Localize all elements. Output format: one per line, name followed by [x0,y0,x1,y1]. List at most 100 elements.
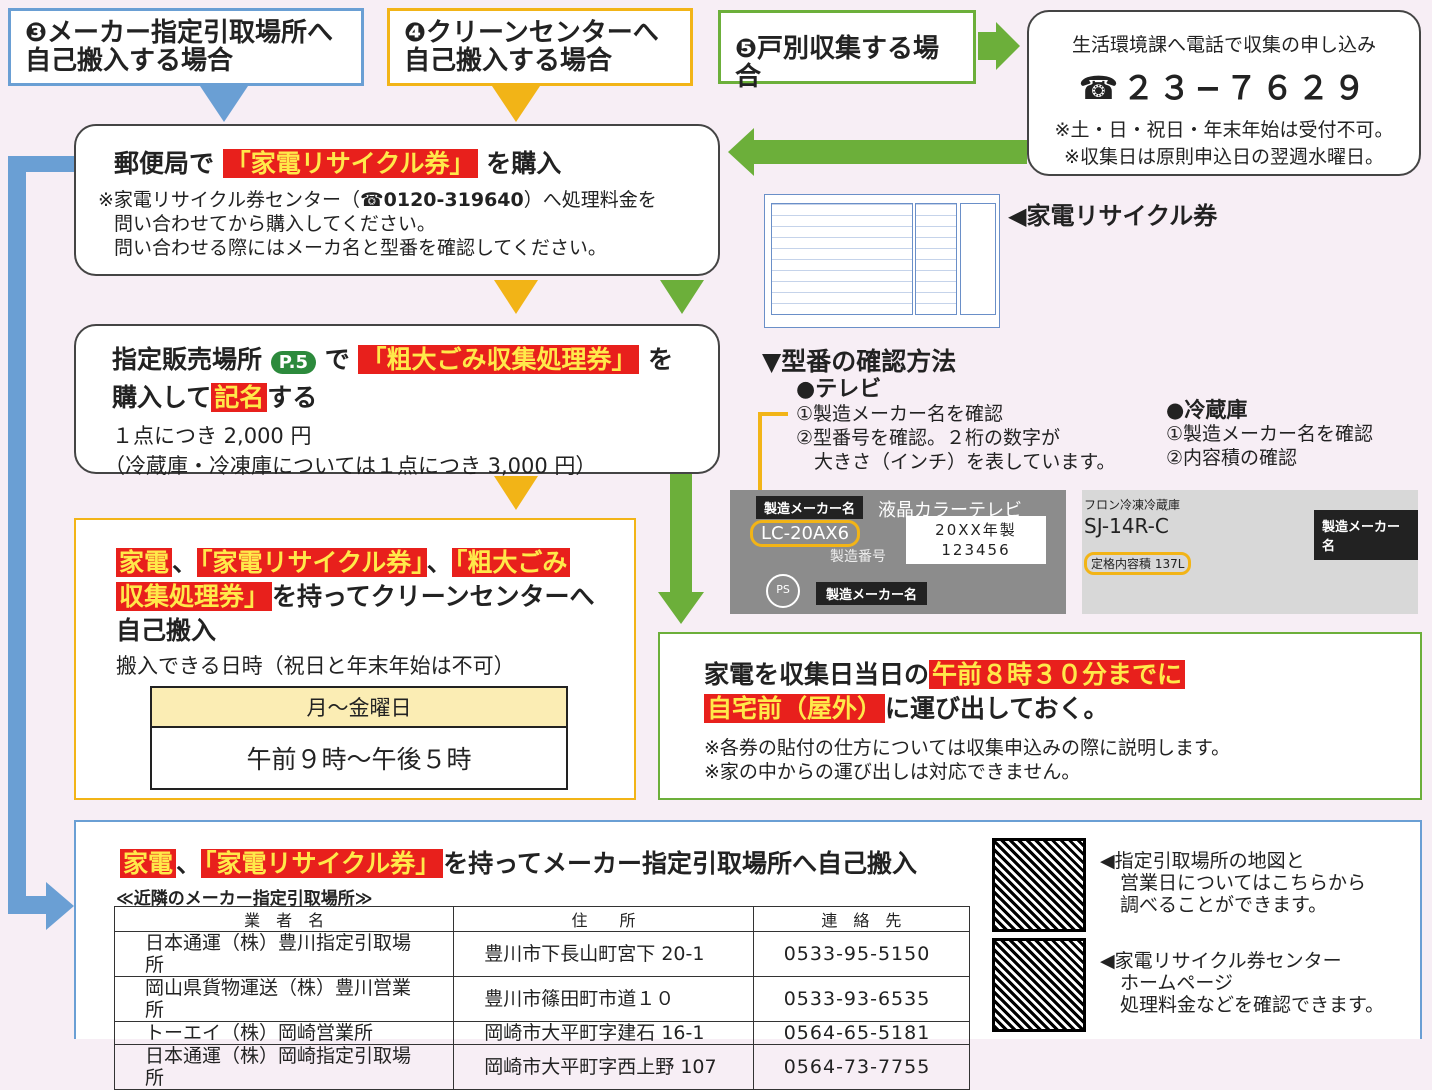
fridge-step2: ②内容積の確認 [1166,447,1298,469]
home-time: 午前８時３０分までに [929,660,1186,689]
blue-flow-line [8,156,26,914]
qr1-text: ◀指定引取場所の地図と 営業日についてはこちらから 調べることができます。 [1100,850,1366,916]
pointer-line-tv [758,412,762,492]
model-title: ▼型番の確認方法 [762,347,957,376]
post-heading: 郵便局で 「家電リサイクル券」 を購入 [114,144,718,180]
shop-mid: で [324,345,350,374]
ticket-image [764,194,1000,328]
home-pre: 家電を収集日当日の [704,660,930,689]
maker-b: 「家電リサイクル券」 [201,849,444,878]
home-note1: ※各券の貼付の仕方については収集申込みの際に説明します。 [704,737,1231,759]
arrow-left-shaft [752,140,1027,164]
post-post: を購入 [486,149,562,178]
tv-photo-year-box: 20XX年製 123456 [906,516,1046,564]
post-ticket: 「家電リサイクル券」 [222,149,478,178]
maker-sep: 、 [176,849,202,878]
clean-post: を持ってクリーンセンターへ [272,582,595,611]
shop-line2-post: する [267,383,318,412]
tv-step2: ②型番号を確認。２桁の数字が [796,427,1061,449]
shop-price1: １点につき 2,000 円 [112,424,312,448]
clean-c2: 収集処理券」 [116,582,273,611]
clean-a: 家電 [116,548,173,577]
tv-instructions: ●テレビ ①製造メーカー名を確認 ②型番号を確認。２桁の数字が 大きさ（インチ）… [796,378,1116,474]
fridge-instructions: ●冷蔵庫 ①製造メーカー名を確認 ②内容積の確認 [1166,398,1373,470]
clean-b: 「家電リサイクル券」 [197,548,427,577]
tv-label-photo: 製造メーカー名 液晶カラーテレビ LC-20AX6 製造番号 20XX年製 12… [730,490,1066,614]
maker-table: 業 者 名住 所連 絡 先日本通運（株）豊川指定引取場所豊川市下長山町宮下 20… [113,906,971,1090]
table-header-cell: 業 者 名 [113,906,455,932]
post-note1: ※家電リサイクル券センター（ [98,189,360,211]
arrow-right-head [996,22,1020,70]
tv-step3: 大きさ（インチ）を表しています。 [814,451,1116,473]
arrow-right-icon [978,32,998,60]
home-post: に運び出しておく。 [885,694,1109,723]
clean-sep2: 、 [426,548,452,577]
blue-arrow-head [46,882,74,930]
tv-photo-model: LC-20AX6 [750,520,861,547]
home-heading: 家電を収集日当日の午前８時３０分までに 自宅前（屋外）に運び出しておく。 [704,658,1420,726]
call-box: 生活環境課へ電話で収集の申し込み ☎２３−７６２９ ※土・日・祝日・年末年始は受… [1027,10,1421,176]
table-cell: 岡崎市大平町字西上野 107 [453,1044,754,1090]
table-cell: 日本通運（株）岡崎指定引取場所 [113,1044,455,1090]
shop-price2: （冷蔵庫・冷凍庫については１点につき 3,000 円） [104,454,597,478]
call-note2: ※収集日は原則申込日の翌週水曜日。 [1064,146,1384,168]
pointer-line-tv-h [758,412,788,416]
maker-a: 家電 [120,849,177,878]
page-badge: P.5 [270,351,316,374]
fridge-photo-vol: 定格内容積 137L [1084,552,1192,575]
call-phone: ☎２３−７６２９ [1078,69,1370,107]
tv-head: ●テレビ [796,377,882,402]
shop-line1: 指定販売場所 P.5 で 「粗大ごみ収集処理券」 を [112,340,718,376]
header-maker-line1: ❸メーカー指定引取場所へ [25,18,334,48]
clean-heading: 家電、「家電リサイクル券」、「粗大ごみ 収集処理券」を持ってクリーンセンターへ … [116,546,634,648]
blue-flow-bottom [8,896,48,914]
header-clean-center: ❹クリーンセンターへ 自己搬入する場合 [387,8,693,86]
tv-photo-maker: 製造メーカー名 [756,496,864,519]
fridge-step1: ①製造メーカー名を確認 [1166,423,1374,445]
shop-ticket: 「粗大ごみ収集処理券」 [358,345,640,374]
qr-code-center[interactable] [992,938,1086,1032]
qr-code-map[interactable] [992,838,1086,932]
green-flow-line [670,474,692,594]
qr1-line3: 調べることができます。 [1120,894,1328,916]
table-cell: 日本通運（株）豊川指定引取場所 [113,931,455,977]
arrow-yellow-down-3 [494,476,538,510]
header-clean-line1: ❹クリーンセンターへ [404,18,659,48]
table-header-row: 業 者 名住 所連 絡 先 [113,906,971,932]
qr2-line2: ホームページ [1120,972,1234,994]
clean-center-box: 家電、「家電リサイクル券」、「粗大ごみ 収集処理券」を持ってクリーンセンターへ … [74,518,636,800]
qr1-line2: 営業日についてはこちらから [1120,872,1367,894]
post-office-box: 郵便局で 「家電リサイクル券」 を購入 ※家電リサイクル券センター（☎0120-… [74,124,720,276]
fridge-photo-type: フロン冷凍冷蔵庫 [1084,498,1181,512]
home-note2: ※家の中からの運び出しは対応できません。 [704,761,1081,783]
fridge-photo-maker: 製造メーカー名 [1314,510,1418,560]
fridge-label-photo: フロン冷凍冷蔵庫 SJ-14R-C 定格内容積 137L 製造メーカー名 [1082,490,1418,614]
shop-line2: 購入して記名する [112,378,718,414]
qr2-line3: 処理料金などを確認できます。 [1120,994,1385,1016]
post-note1b: ）へ処理料金を [523,189,657,211]
table-cell: 岡山県貨物運送（株）豊川営業所 [113,976,455,1022]
table-cell: 0533-93-6535 [752,976,971,1022]
home-collection-box: 家電を収集日当日の午前８時３０分までに 自宅前（屋外）に運び出しておく。 ※各券… [658,632,1422,800]
clean-c1: 「粗大ごみ [451,548,571,577]
arrow-green-down-1 [660,280,704,314]
header-maker: ❸メーカー指定引取場所へ 自己搬入する場合 [8,8,364,86]
post-pre: 郵便局で [114,149,215,178]
shop-post: を [648,345,674,374]
table-cell: 岡崎市大平町字建石 16-1 [453,1021,754,1045]
maker-sub: ≪近隣のメーカー指定引取場所≫ [116,889,373,909]
ticket-label: ◀家電リサイクル券 [1008,202,1218,230]
qr2-line1: ◀家電リサイクル券センター [1100,950,1342,972]
hours-table: 月〜金曜日 午前９時〜午後５時 [150,686,568,790]
call-line: 生活環境課へ電話で収集の申し込み [1071,34,1376,56]
clean-line3: 自己搬入 [116,616,217,645]
arrow-green-down-2 [658,592,704,624]
post-note-phone: ☎0120-319640 [359,189,524,211]
tv-photo-type: 液晶カラーテレビ [878,500,1022,521]
hours-value: 午前９時〜午後５時 [246,745,472,774]
shop-sign: 記名 [211,383,268,412]
shop-pre: 指定販売場所 [112,345,263,374]
